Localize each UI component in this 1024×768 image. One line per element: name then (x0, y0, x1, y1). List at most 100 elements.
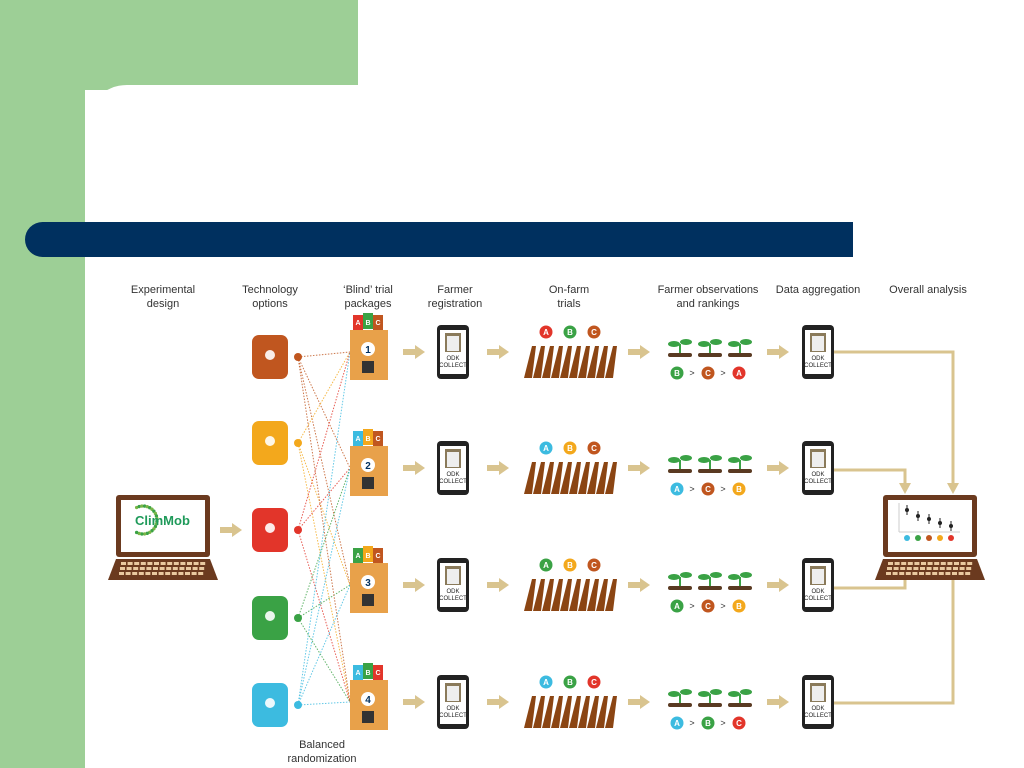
option-letter: C (591, 328, 597, 337)
option-circle (587, 558, 601, 572)
key (925, 572, 931, 575)
package-tab-C (373, 431, 383, 447)
logo-dot (145, 531, 149, 536)
option-letter: B (674, 369, 680, 378)
field-row (542, 462, 554, 494)
key (933, 567, 939, 570)
field-row (542, 579, 554, 611)
option-circle (587, 325, 601, 339)
column-header-data-aggregation: Data aggregation (775, 284, 861, 296)
ranking-option-A: A (670, 482, 684, 496)
ranking-option-C: C (701, 366, 715, 380)
package-tab-C (373, 548, 383, 564)
randomization-link (297, 356, 351, 469)
option-letter: C (591, 561, 597, 570)
leaf (740, 339, 752, 345)
arrow-shaft (403, 349, 415, 355)
label-line: Balanced (299, 739, 345, 751)
key (966, 567, 972, 570)
package-tab-B (363, 546, 373, 562)
ranking-separator: > (720, 601, 725, 611)
legend-dot-cyan (904, 535, 910, 541)
option-letter: C (591, 678, 597, 687)
logo-dot (154, 514, 159, 518)
arrow-icon (487, 695, 509, 709)
key (938, 572, 944, 575)
option-letter: C (736, 719, 742, 728)
key (954, 562, 959, 565)
key (171, 572, 177, 575)
arrow-head (640, 461, 650, 475)
field-row (551, 462, 563, 494)
field-row (542, 346, 554, 378)
arrow-head (499, 345, 509, 359)
key (894, 562, 900, 565)
randomization-link (297, 701, 351, 706)
arrow-shaft (487, 349, 499, 355)
title-bar (25, 222, 853, 257)
field-row (578, 462, 590, 494)
key (905, 572, 911, 575)
odk-label: ODK (446, 356, 459, 362)
trial-option-B: B (563, 325, 577, 339)
seedlings-icon (668, 572, 752, 590)
package-tab-letter: A (355, 436, 360, 443)
soil (698, 469, 722, 473)
leaf (698, 691, 710, 697)
estimate-point (949, 524, 953, 528)
option-circle (563, 441, 577, 455)
technology-option-bag-cyan (252, 683, 302, 727)
ranking-separator: > (689, 484, 694, 494)
leaf (710, 689, 722, 695)
field-row (524, 579, 536, 611)
arrow-icon (487, 345, 509, 359)
option-letter: C (705, 369, 711, 378)
soil (668, 703, 692, 707)
key (914, 562, 920, 565)
option-circle (732, 599, 746, 613)
randomization-link (297, 351, 351, 358)
ranking-option-B: B (701, 716, 715, 730)
field-row (578, 696, 590, 728)
key (198, 572, 204, 575)
trial-option-C: C (587, 441, 601, 455)
key (180, 562, 186, 565)
key (200, 562, 206, 565)
option-circle (587, 441, 601, 455)
leaf (740, 572, 752, 578)
trial-option-C: C (587, 558, 601, 572)
key (952, 572, 957, 575)
odk-label: ODK (811, 472, 824, 478)
clipboard-paper (812, 452, 824, 467)
field-row (605, 696, 617, 728)
leaf (698, 574, 710, 580)
option-circle (539, 675, 553, 689)
legend-dot-red (948, 535, 954, 541)
package-tab-letter: B (365, 436, 370, 443)
option-circle (563, 558, 577, 572)
label-line: randomization (287, 753, 356, 765)
arrow-icon (767, 578, 789, 592)
seeds-icon (265, 698, 275, 708)
arrow-shaft (403, 699, 415, 705)
decorative-green-strip (0, 0, 85, 768)
collect-label: COLLECT (804, 713, 832, 719)
logo-dot (134, 530, 139, 535)
arrow-shaft (628, 465, 640, 471)
package-tab-C (373, 665, 383, 681)
field-row (560, 346, 572, 378)
package-tab-B (363, 429, 373, 445)
key (126, 567, 132, 570)
option-letter: B (736, 602, 742, 611)
field-row (542, 696, 554, 728)
key (947, 562, 953, 565)
connector-line (834, 468, 907, 485)
field-row (587, 462, 599, 494)
field-row (551, 696, 563, 728)
